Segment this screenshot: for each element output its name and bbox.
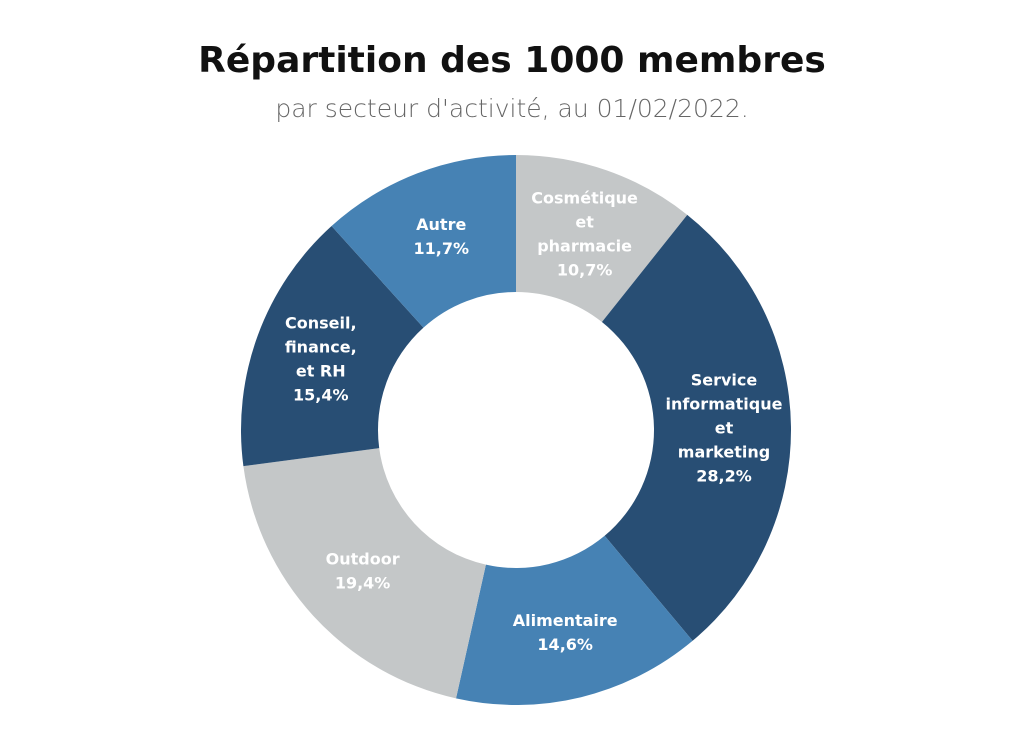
chart-subtitle: par secteur d'activité, au 01/02/2022. — [275, 94, 749, 123]
slice-value-label: 11,7% — [413, 239, 469, 258]
slice-name-label: Service — [691, 370, 758, 389]
slice-name-label: finance, — [285, 337, 357, 356]
slice-name-label: Outdoor — [326, 549, 400, 568]
slice-4 — [240, 226, 424, 467]
slice-name-label: et — [715, 418, 734, 437]
slice-name-label: marketing — [678, 442, 770, 461]
slice-5 — [331, 155, 516, 328]
slice-0 — [516, 155, 688, 323]
slice-value-label: 19,4% — [335, 573, 391, 592]
slice-value-label: 28,2% — [696, 466, 752, 485]
slice-name-label: Alimentaire — [513, 611, 618, 630]
slice-value-label: 15,4% — [293, 385, 349, 404]
slice-2 — [456, 535, 693, 706]
slice-1 — [601, 214, 791, 641]
chart-title: Répartition des 1000 membres — [198, 40, 826, 81]
slice-name-label: et RH — [296, 361, 346, 380]
slice-name-label: Conseil, — [285, 313, 357, 332]
slice-value-label: 10,7% — [557, 261, 613, 280]
slice-name-label: informatique — [665, 394, 782, 413]
slice-name-label: pharmacie — [537, 237, 632, 256]
slice-value-label: 14,6% — [537, 635, 593, 654]
slice-3 — [243, 448, 486, 699]
slice-name-label: et — [575, 213, 594, 232]
slice-name-label: Autre — [416, 215, 466, 234]
slice-name-label: Cosmétique — [531, 189, 638, 208]
